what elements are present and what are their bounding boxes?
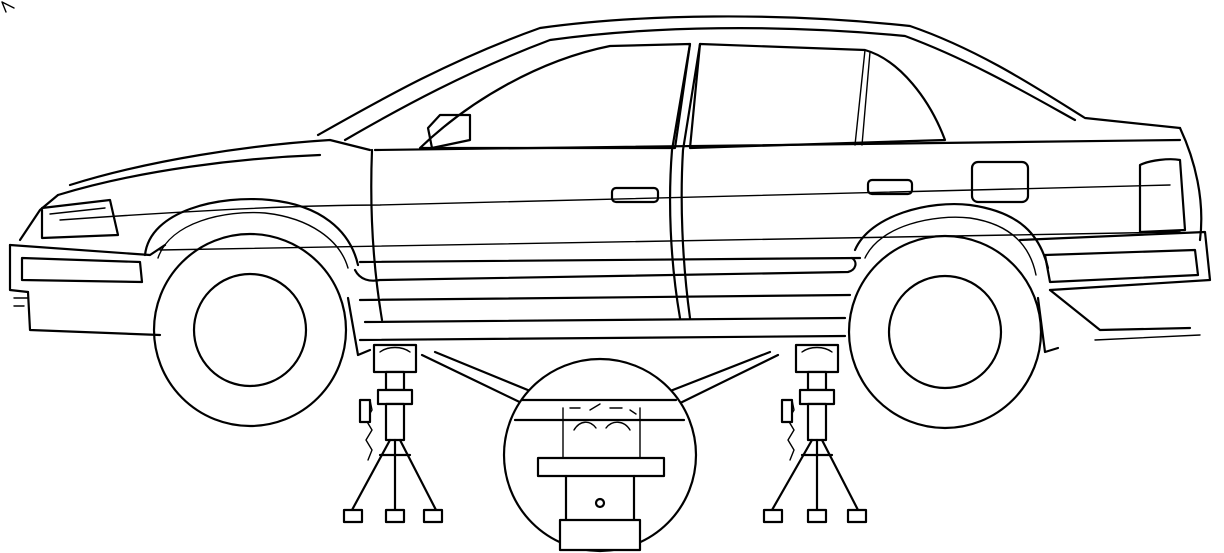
rear-door-handle (866, 178, 914, 196)
front-wheel (152, 232, 348, 428)
windows (418, 42, 947, 150)
right-jack-stand (762, 343, 868, 524)
sill (358, 334, 847, 342)
corner-mark (1, 1, 15, 13)
car-body (8, 15, 1212, 341)
detail-inset (502, 357, 698, 553)
left-jack-stand (342, 343, 444, 524)
rear-wheel (847, 234, 1043, 430)
front-door-handle (610, 186, 660, 204)
detail-callout-leaders (420, 350, 780, 410)
doors (370, 42, 914, 322)
wheel-arches (143, 198, 1060, 357)
